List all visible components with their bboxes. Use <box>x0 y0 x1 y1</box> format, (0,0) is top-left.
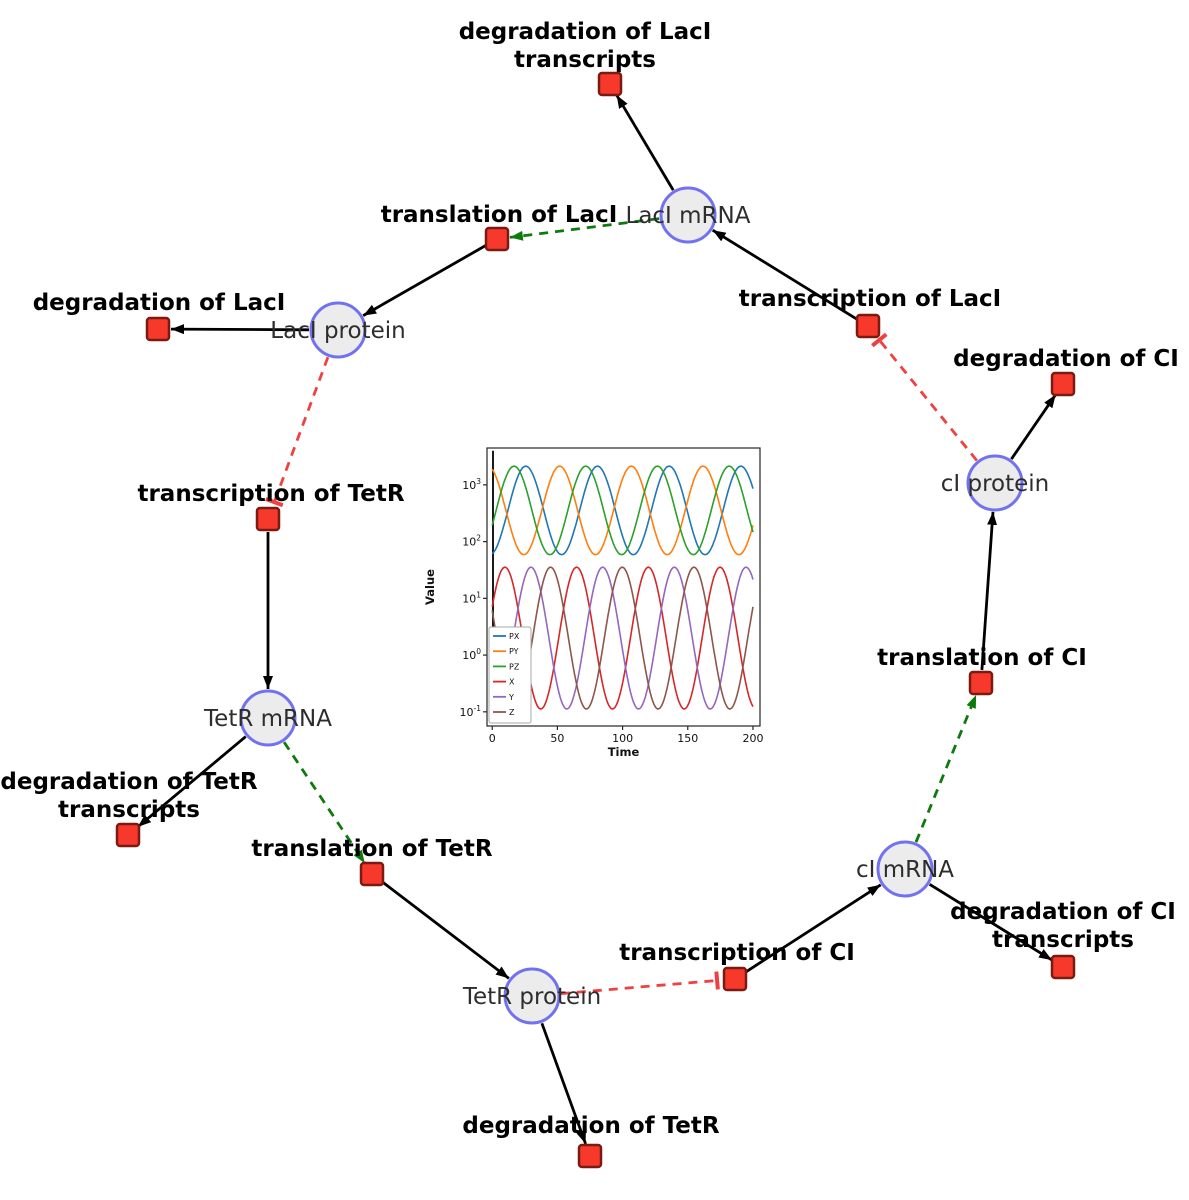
reaction-node-r_transl_ci[interactable] <box>968 670 994 696</box>
legend-label-PX: PX <box>509 632 520 641</box>
edge-production-r_transl_tetr-to-tetr_protein <box>381 880 510 980</box>
series-line-PZ <box>491 465 754 556</box>
legend-label-PZ: PZ <box>509 662 520 671</box>
reaction-label-r_tx_laci: transcription of LacI <box>739 286 1002 312</box>
species-label-tetr_mrna: TetR mRNA <box>203 706 332 732</box>
edge-consumption-ci_protein-to-r_deg_ci <box>1010 393 1057 460</box>
reaction-label-r_tx_ci: transcription of CI <box>619 940 855 966</box>
reaction-label-r_deg_ci: degradation of CI <box>953 346 1179 372</box>
species-node-tetr_protein[interactable] <box>503 967 561 1025</box>
species-label-laci_protein: LacI protein <box>270 318 405 344</box>
species-node-laci_mrna[interactable] <box>659 186 717 244</box>
series-line-PY <box>491 465 754 556</box>
edge-modifier-ci_mrna-to-r_transl_ci <box>914 694 978 843</box>
reaction-node-r_tx_tetr[interactable] <box>255 506 281 532</box>
species-label-ci_protein: cI protein <box>941 471 1050 497</box>
reaction-node-r_transl_tetr[interactable] <box>359 861 385 887</box>
x-tick-label: 100 <box>612 732 633 745</box>
edge-consumption-tetr_mrna-to-r_deg_tetr_tx <box>137 735 247 828</box>
legend-label-Y: Y <box>508 693 514 702</box>
species-node-tetr_mrna[interactable] <box>239 689 297 747</box>
reaction-node-r_deg_tetr_tx[interactable] <box>115 822 141 848</box>
series-line-Y <box>491 566 754 710</box>
reaction-label-r_transl_laci: translation of LacI <box>381 202 618 228</box>
species-node-ci_mrna[interactable] <box>876 840 934 898</box>
x-tick-label: 0 <box>489 732 496 745</box>
reaction-label-r_deg_laci: degradation of LacI <box>33 290 286 316</box>
y-tick-label: 101 <box>462 590 481 605</box>
edge-inhibition-tetr_protein-to-r_tx_ci <box>560 971 720 995</box>
edge-modifier-tetr_mrna-to-r_transl_tetr <box>282 741 366 864</box>
legend-label-PY: PY <box>509 647 519 656</box>
y-axis-label: Value <box>423 569 437 605</box>
reaction-node-r_deg_laci[interactable] <box>145 316 171 342</box>
species-label-laci_mrna: LacI mRNA <box>626 203 751 229</box>
species-label-tetr_protein: TetR protein <box>462 984 601 1010</box>
edge-production-r_tx_ci-to-ci_mrna <box>745 883 882 974</box>
reaction-label-r_transl_tetr: translation of TetR <box>251 836 492 862</box>
reaction-label-r_transl_ci: translation of CI <box>877 645 1087 671</box>
species-label-ci_mrna: cI mRNA <box>856 857 954 883</box>
edge-consumption-laci_protein-to-r_deg_laci <box>170 324 310 335</box>
edge-production-r_transl_laci-to-laci_protein <box>362 244 487 317</box>
x-tick-label: 200 <box>742 732 763 745</box>
y-tick-label: 102 <box>462 534 481 549</box>
reaction-node-r_tx_laci[interactable] <box>855 313 881 339</box>
edge-consumption-ci_mrna-to-r_deg_ci_tx <box>928 883 1053 962</box>
reaction-node-r_deg_ci[interactable] <box>1050 371 1076 397</box>
species-node-ci_protein[interactable] <box>966 454 1024 512</box>
x-tick-label: 50 <box>550 732 564 745</box>
series-line-X <box>491 566 754 710</box>
reaction-node-r_transl_laci[interactable] <box>484 226 510 252</box>
edge-consumption-laci_mrna-to-r_deg_laci_tx <box>615 94 675 191</box>
x-tick-label: 150 <box>677 732 698 745</box>
species-node-laci_protein[interactable] <box>309 301 367 359</box>
edge-inhibition-laci_protein-to-r_tx_tetr <box>265 356 330 508</box>
y-tick-label: 10-1 <box>460 704 482 719</box>
reaction-node-r_tx_ci[interactable] <box>722 966 748 992</box>
x-axis-label: Time <box>608 745 640 759</box>
edge-consumption-tetr_protein-to-r_deg_tetr <box>540 1022 587 1145</box>
y-tick-label: 100 <box>462 647 481 662</box>
edge-inhibition-ci_protein-to-r_tx_laci <box>871 332 978 462</box>
legend-label-X: X <box>509 678 515 687</box>
y-tick-label: 103 <box>462 477 481 492</box>
reaction-label-r_deg_tetr: degradation of TetR <box>462 1113 719 1139</box>
edge-production-r_transl_ci-to-ci_protein <box>980 511 998 671</box>
series-line-PX <box>491 465 754 556</box>
reaction-node-r_deg_laci_tx[interactable] <box>597 71 623 97</box>
edge-production-r_tx_laci-to-laci_mrna <box>711 229 858 321</box>
reaction-label-r_tx_tetr: transcription of TetR <box>137 481 404 507</box>
reaction-node-r_deg_tetr[interactable] <box>577 1143 603 1169</box>
legend-label-Z: Z <box>509 708 515 717</box>
series-line-Z <box>491 566 754 710</box>
reaction-node-r_deg_ci_tx[interactable] <box>1050 954 1076 980</box>
